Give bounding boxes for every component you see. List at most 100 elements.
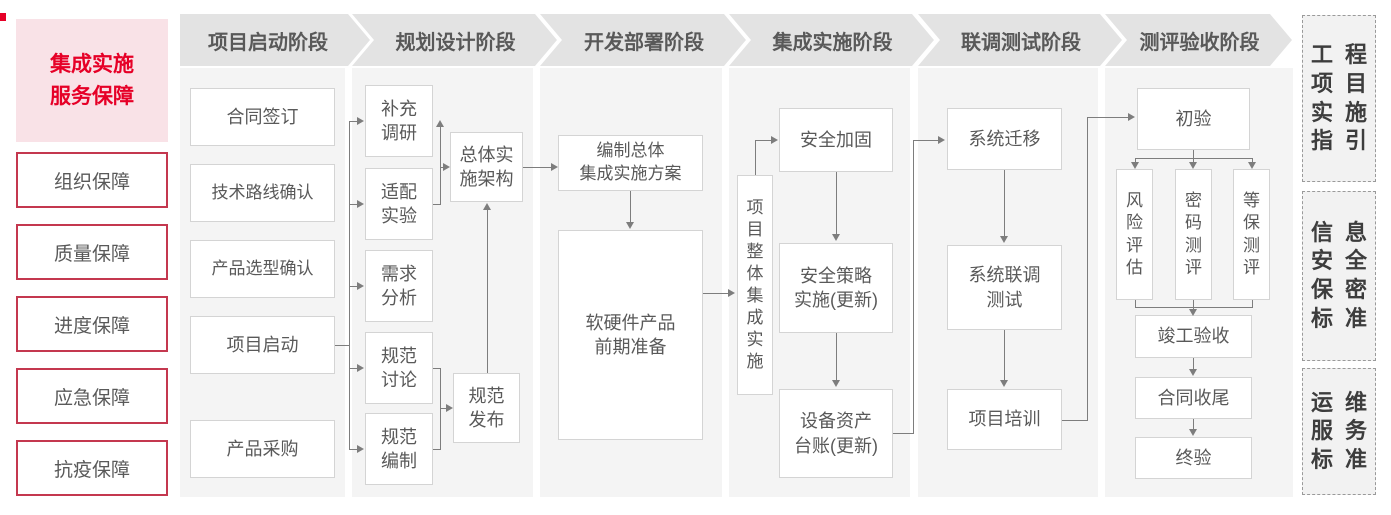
flow-box-completion-acceptance: 竣工验收 [1135,315,1252,358]
connector-line [836,333,837,381]
flow-box-contract-closure: 合同收尾 [1135,377,1252,419]
connector-line [1252,300,1253,308]
connector-line [836,172,837,235]
sidebar-item-organization: 组织保障 [16,152,168,208]
connector-line [1135,307,1253,308]
flow-box-tech-route-confirm: 技术路线确认 [190,164,335,222]
connector-line [1087,117,1129,118]
arrowhead-right [443,163,450,171]
arrowhead-down [1000,380,1008,387]
arrowhead-right [357,282,364,290]
flow-box-system-migration: 系统迁移 [947,108,1062,170]
connector-line [349,121,350,450]
connector-line [755,140,756,175]
sidebar-item-schedule: 进度保障 [16,296,168,352]
arrowhead-right [357,364,364,372]
arrowhead-right [938,136,945,144]
ref-box-engineering-implementation-guide: 工程 项目 实施 指引 [1302,15,1376,182]
flow-box-project-kickoff: 项目启动 [190,316,335,374]
connector-line [433,204,441,205]
phase-header-project-initiation: 项目启动阶段 [180,14,370,66]
sidebar-item-quality: 质量保障 [16,224,168,280]
flow-box-security-policy-implementation: 安全策略 实施(更新) [779,243,893,333]
connector-line [440,408,447,409]
connector-line [1135,158,1136,163]
sidebar-title: 集成实施 服务保障 [16,19,168,142]
connector-line [349,449,358,450]
arrowhead-down [1248,162,1256,169]
arrowhead-down [832,380,840,387]
arrowhead-up [483,203,491,210]
arrowhead-right [771,136,778,144]
flow-box-contract-signing: 合同签订 [190,88,335,146]
connector-line [913,140,939,141]
arrowhead-right [357,117,364,125]
flow-box-risk-assessment: 风险评估 [1116,169,1153,300]
arrowhead-down [1189,162,1197,169]
phase-header-evaluation-acceptance: 测评验收阶段 [1105,14,1292,66]
flow-box-final-acceptance: 终验 [1135,437,1252,479]
corner-red-mark [0,13,6,21]
arrowhead-down [1000,236,1008,243]
arrowhead-down [1189,309,1197,316]
connector-line [1193,419,1194,430]
phase-header-joint-testing: 联调测试阶段 [918,14,1122,66]
ref-box-om-service-standard: 运维 服务 标准 [1302,368,1376,495]
connector-line [913,140,914,434]
flow-box-system-joint-testing: 系统联调 测试 [947,245,1062,330]
flow-box-requirement-analysis: 需求 分析 [365,250,433,322]
flow-box-overall-architecture: 总体实 施架构 [450,132,523,202]
arrowhead-right [551,163,558,171]
connector-line [893,433,914,434]
phase-header-planning-design: 规划设计阶段 [352,14,557,66]
flow-box-security-hardening: 安全加固 [779,108,893,172]
connector-line [630,191,631,223]
flow-box-hw-sw-preparation: 软硬件产品 前期准备 [558,230,703,440]
connector-line [755,140,772,141]
connector-line [349,204,358,205]
flow-box-crypto-evaluation: 密码测评 [1175,169,1212,300]
ref-box-info-security-standard: 信息 安全 保密 标准 [1302,191,1376,361]
flow-box-product-procurement: 产品采购 [190,420,335,478]
phase-header-dev-deployment: 开发部署阶段 [540,14,746,66]
flow-box-adaptation-test: 适配 实验 [365,168,433,240]
connector-line [1193,358,1194,370]
sidebar-item-emergency: 应急保障 [16,368,168,424]
connector-line [349,121,358,122]
connector-line [703,293,729,294]
flow-box-asset-ledger-update: 设备资产 台账(更新) [779,389,893,478]
arrowhead-right [357,445,364,453]
arrowhead-down [832,234,840,241]
connector-line [523,167,552,168]
connector-line [1193,150,1194,159]
phase-header-integration-implementation: 集成实施阶段 [729,14,934,66]
flow-box-spec-release: 规范 发布 [453,373,520,443]
connector-line [440,167,445,168]
connector-line [349,368,358,369]
arrowhead-down [1189,369,1197,376]
flow-box-overall-integration-implementation: 项目整体集成实施 [737,175,773,395]
connector-line [1252,158,1253,163]
connector-line [1135,158,1253,159]
flow-box-mlps-evaluation: 等保测评 [1233,169,1270,300]
connector-line [1062,420,1088,421]
connector-line [1004,170,1005,237]
connector-line [1087,117,1088,421]
flow-box-overall-integration-plan: 编制总体 集成实施方案 [558,135,703,191]
connector-line [1193,300,1194,308]
connector-line [487,210,488,373]
sidebar-item-pandemic: 抗疫保障 [16,440,168,496]
connector-line [335,345,349,346]
connector-line [433,368,441,369]
flow-box-project-training: 项目培训 [947,389,1062,450]
flow-box-supplementary-research: 补充 调研 [365,85,433,157]
connector-line [349,286,358,287]
arrowhead-right [357,200,364,208]
arrowhead-right [1128,113,1135,121]
connector-line [1193,158,1194,163]
connector-line [1004,330,1005,381]
flow-box-initial-acceptance: 初验 [1137,88,1250,150]
flow-box-spec-discussion: 规范 讨论 [365,332,433,404]
connector-line [440,127,441,205]
connector-line [1135,300,1136,308]
